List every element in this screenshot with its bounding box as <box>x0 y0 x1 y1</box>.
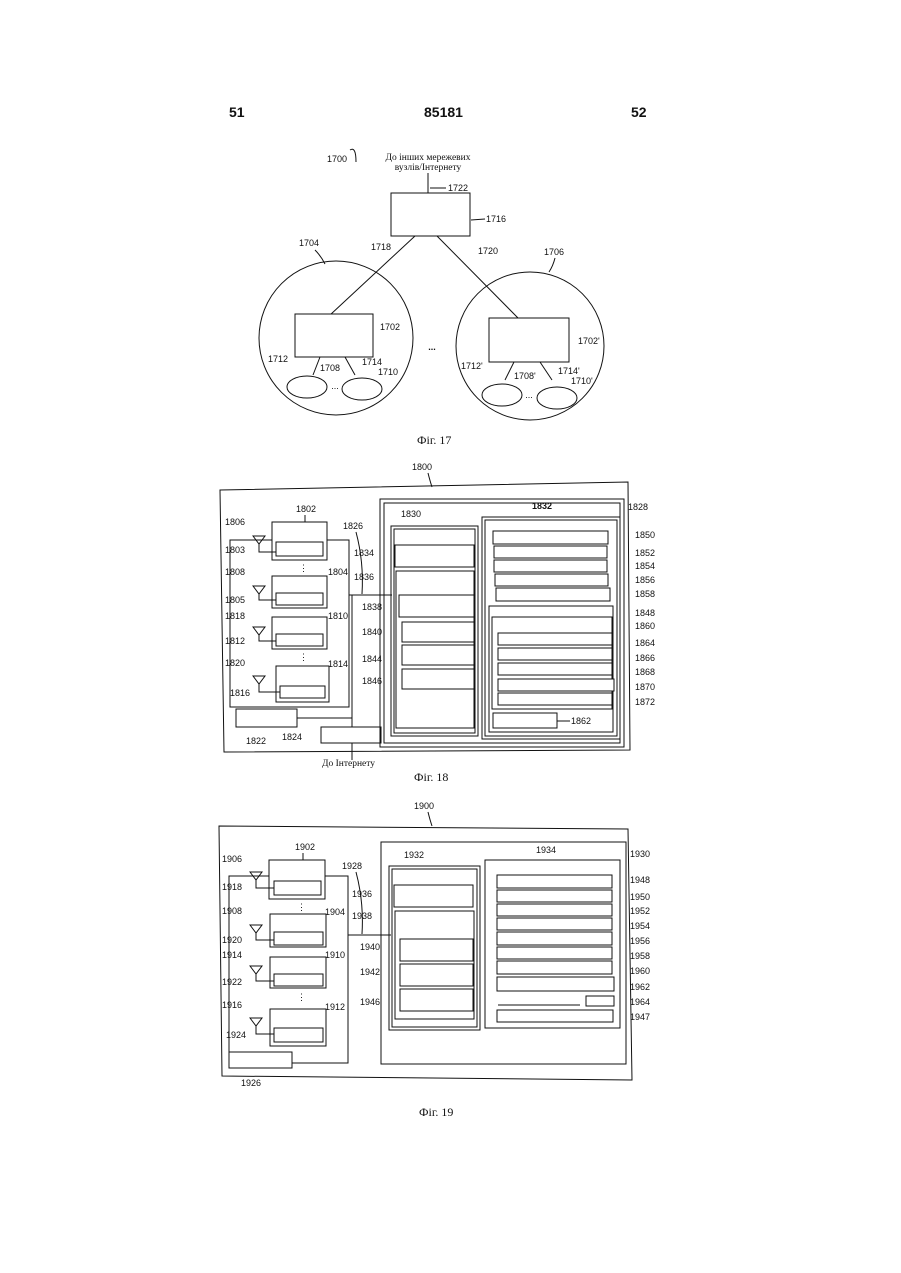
row-1964-box <box>586 996 614 1006</box>
ref-1934: 1934 <box>536 845 556 855</box>
ref-1912: 1912 <box>325 1002 345 1012</box>
ref-1947: 1947 <box>630 1012 650 1022</box>
ref-1904: 1904 <box>325 907 345 917</box>
block-1926 <box>229 1052 292 1068</box>
row-1948 <box>497 875 612 888</box>
row-1954 <box>497 918 612 930</box>
ref-1940: 1940 <box>360 942 380 952</box>
ref-1926: 1926 <box>241 1078 261 1088</box>
ref-1928: 1928 <box>342 861 362 871</box>
row-1947 <box>497 1010 613 1022</box>
ref-1958: 1958 <box>630 951 650 961</box>
ref-1920: 1920 <box>222 935 242 945</box>
dots-19-2: ⋮ <box>297 992 306 1002</box>
ref-1916: 1916 <box>222 1000 242 1010</box>
ref-1954: 1954 <box>630 921 650 931</box>
ref-1964: 1964 <box>630 997 650 1007</box>
row-1950 <box>497 890 612 902</box>
row-1956 <box>497 932 612 945</box>
ref-1900: 1900 <box>414 801 434 811</box>
ref-1946: 1946 <box>360 997 380 1007</box>
ref-1924: 1924 <box>226 1030 246 1040</box>
ref-1938: 1938 <box>352 911 372 921</box>
block-1936 <box>394 885 473 907</box>
ref-1910: 1910 <box>325 950 345 960</box>
block-1940 <box>400 939 473 961</box>
block-1946 <box>400 989 473 1011</box>
ref-1956: 1956 <box>630 936 650 946</box>
ref-1952: 1952 <box>630 906 650 916</box>
ref-1962: 1962 <box>630 982 650 992</box>
dots-19-1: ⋮ <box>297 902 306 912</box>
ref-1902: 1902 <box>295 842 315 852</box>
ref-1914: 1914 <box>222 950 242 960</box>
ref-1906: 1906 <box>222 854 242 864</box>
row-1958 <box>497 947 612 959</box>
ref-1948: 1948 <box>630 875 650 885</box>
ref-1960: 1960 <box>630 966 650 976</box>
ref-1936: 1936 <box>352 889 372 899</box>
ref-1922: 1922 <box>222 977 242 987</box>
ref-1930: 1930 <box>630 849 650 859</box>
block-1942 <box>400 964 473 986</box>
row-1952 <box>497 904 612 916</box>
row-1960 <box>497 961 612 974</box>
ref-1950: 1950 <box>630 892 650 902</box>
ref-1942: 1942 <box>360 967 380 977</box>
row-1962 <box>497 977 614 991</box>
ref-1908: 1908 <box>222 906 242 916</box>
ref-1918: 1918 <box>222 882 242 892</box>
ref-1932: 1932 <box>404 850 424 860</box>
fig19-caption: Фіг. 19 <box>419 1105 453 1120</box>
